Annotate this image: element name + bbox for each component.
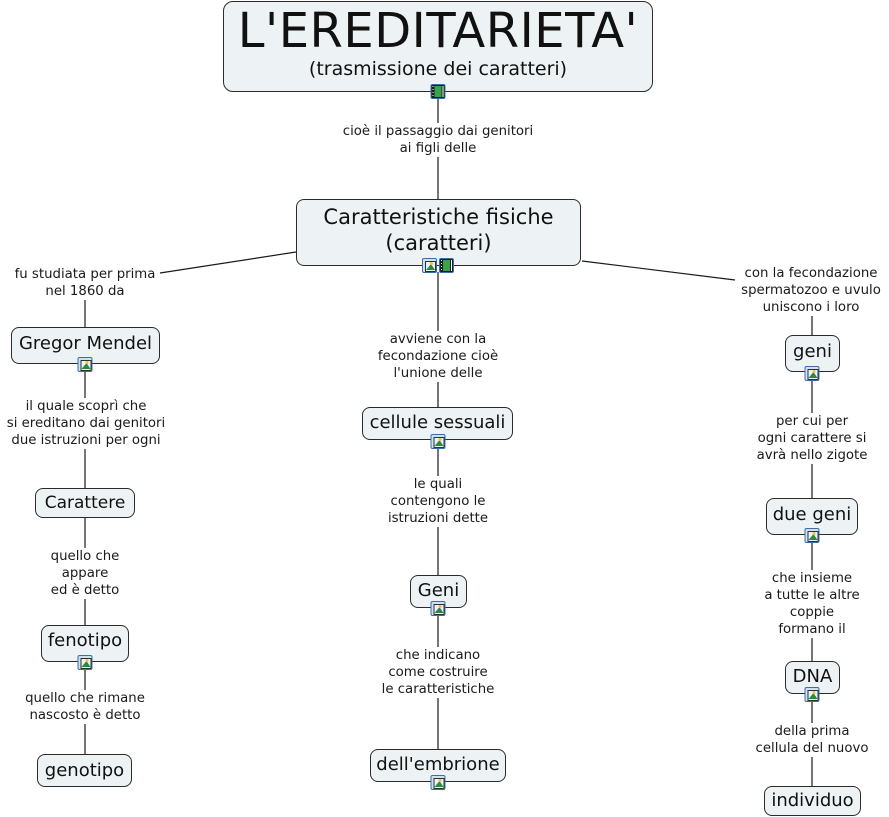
link-label-duegeni-dna: che insieme a tutte le altre coppie form… bbox=[764, 570, 860, 638]
connector-central-geni-right bbox=[581, 260, 736, 281]
image-icon[interactable] bbox=[804, 687, 820, 702]
due-geni-label: due geni bbox=[772, 504, 852, 525]
link-label-dna-individuo: della prima cellula del nuovo bbox=[755, 723, 869, 757]
mendel-node[interactable]: Gregor Mendel bbox=[11, 327, 160, 364]
image-icon[interactable] bbox=[430, 601, 446, 616]
link-label-carattere-fenotipo: quello che appare ed è detto bbox=[50, 548, 120, 599]
title-icons bbox=[430, 84, 446, 99]
link-label-mendel-carattere: il quale scoprì che si ereditano dai gen… bbox=[6, 398, 166, 449]
carattere-label: Carattere bbox=[44, 493, 126, 513]
link-label-cellule-geni: le quali contengono le istruzioni dette bbox=[387, 476, 489, 527]
due-geni-icons bbox=[804, 528, 820, 543]
geni-right-label: geni bbox=[793, 341, 832, 362]
cellule-node[interactable]: cellule sessuali bbox=[362, 407, 513, 440]
genotipo-node[interactable]: genotipo bbox=[37, 754, 132, 787]
link-label-central-mendel: fu studiata per prima nel 1860 da bbox=[14, 266, 156, 300]
dna-label: DNA bbox=[792, 666, 833, 687]
image-icon[interactable] bbox=[804, 528, 820, 543]
image-icon[interactable] bbox=[422, 258, 437, 273]
film-icon[interactable] bbox=[430, 84, 446, 99]
mendel-icons bbox=[77, 357, 93, 372]
embrione-node[interactable]: dell'embrione bbox=[370, 749, 506, 782]
link-label-title-central: cioè il passaggio dai genitori ai figli … bbox=[342, 123, 534, 157]
embrione-icons bbox=[430, 775, 446, 790]
title-subtitle: (trasmissione dei caratteri) bbox=[308, 58, 568, 80]
link-label-central-cellule: avviene con la fecondazione cioè l'union… bbox=[377, 331, 499, 382]
title-main: L'EREDITARIETA' bbox=[237, 3, 639, 59]
image-icon[interactable] bbox=[804, 366, 820, 381]
link-label-geni-duegeni: per cui per ogni carattere si avrà nello… bbox=[756, 413, 868, 464]
geni-center-node[interactable]: Geni bbox=[410, 575, 467, 608]
image-icon[interactable] bbox=[430, 775, 446, 790]
image-icon[interactable] bbox=[77, 655, 93, 670]
carattere-node[interactable]: Carattere bbox=[35, 488, 135, 518]
central-line2: (caratteri) bbox=[385, 231, 492, 255]
image-icon[interactable] bbox=[77, 357, 93, 372]
genotipo-label: genotipo bbox=[44, 760, 125, 781]
cellule-label: cellule sessuali bbox=[369, 412, 506, 433]
geni-right-node[interactable]: geni bbox=[785, 335, 840, 372]
image-icon[interactable] bbox=[430, 434, 446, 449]
connector-central-mendel bbox=[159, 251, 297, 274]
fenotipo-icons bbox=[77, 655, 93, 670]
geni-right-icons bbox=[804, 366, 820, 381]
dna-icons bbox=[804, 687, 820, 702]
geni-center-icons bbox=[430, 601, 446, 616]
film-icon[interactable] bbox=[439, 258, 454, 273]
geni-center-label: Geni bbox=[417, 580, 460, 601]
central-icons bbox=[422, 258, 454, 273]
link-label-fenotipo-genotipo: quello che rimane nascosto è detto bbox=[25, 690, 145, 724]
cellule-icons bbox=[430, 434, 446, 449]
title-node[interactable]: L'EREDITARIETA' (trasmissione dei caratt… bbox=[223, 1, 653, 92]
embrione-label: dell'embrione bbox=[376, 754, 500, 775]
central-node[interactable]: Caratteristiche fisiche (caratteri) bbox=[296, 199, 581, 266]
mendel-label: Gregor Mendel bbox=[18, 333, 153, 354]
link-label-geni-embrione: che indicano come costruire le caratteri… bbox=[381, 647, 495, 698]
fenotipo-label: fenotipo bbox=[47, 630, 123, 651]
individuo-label: individuo bbox=[771, 790, 854, 811]
central-line1: Caratteristiche fisiche bbox=[323, 205, 554, 229]
link-label-central-geni-right: con la fecondazione spermatozoo e uvulo … bbox=[741, 265, 881, 316]
individuo-node[interactable]: individuo bbox=[764, 786, 861, 816]
dna-node[interactable]: DNA bbox=[785, 661, 840, 694]
